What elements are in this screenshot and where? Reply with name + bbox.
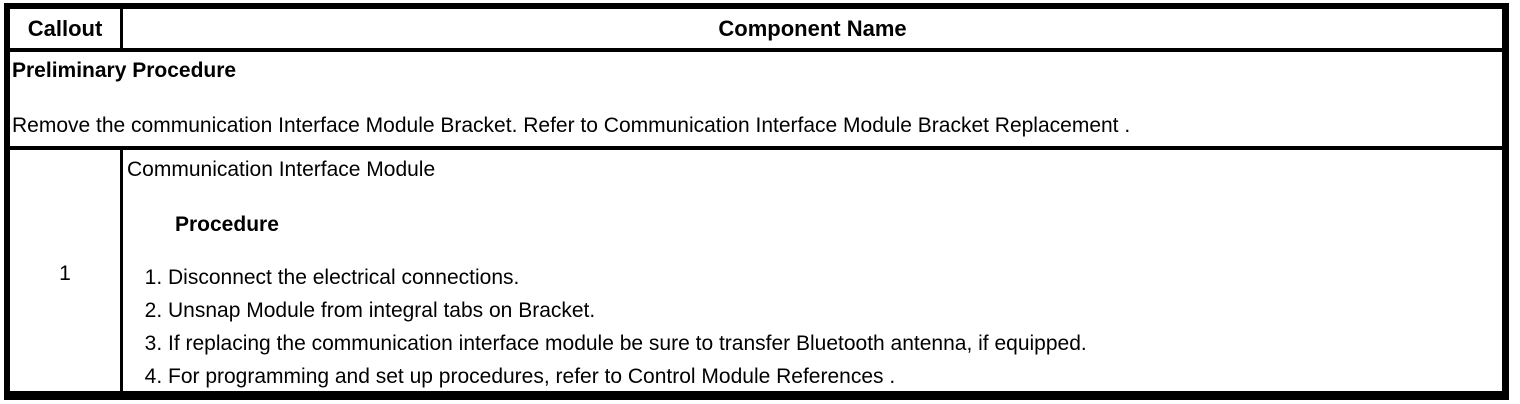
procedure-heading: Procedure xyxy=(175,213,279,236)
component-table: Callout Component Name Preliminary Proce… xyxy=(10,9,1502,397)
preliminary-procedure-row: Preliminary Procedure Remove the communi… xyxy=(10,50,1502,150)
component-detail-cell: Communication Interface Module Procedure… xyxy=(122,148,1503,397)
preliminary-procedure-title: Preliminary Procedure xyxy=(12,59,237,82)
table-header-row: Callout Component Name xyxy=(10,9,1502,52)
preliminary-procedure-cell: Preliminary Procedure Remove the communi… xyxy=(10,50,1502,150)
component-name-column-header: Component Name xyxy=(121,9,1502,52)
component-name-text: Communication Interface Module xyxy=(127,158,436,181)
procedure-step: For programming and set up procedures, r… xyxy=(168,360,1494,393)
procedure-step: Disconnect the electrical connections. xyxy=(168,261,1494,294)
component-row: 1 Communication Interface Module Procedu… xyxy=(10,148,1502,397)
procedure-steps-list: Disconnect the electrical connections. U… xyxy=(127,261,1494,393)
procedure-step: Unsnap Module from integral tabs on Brac… xyxy=(168,294,1494,327)
callout-number-cell: 1 xyxy=(10,148,123,397)
procedure-step: If replacing the communication interface… xyxy=(168,327,1494,360)
component-table-border: Callout Component Name Preliminary Proce… xyxy=(4,3,1509,400)
preliminary-procedure-text: Remove the communication Interface Modul… xyxy=(12,114,1131,137)
callout-column-header: Callout xyxy=(10,9,123,52)
